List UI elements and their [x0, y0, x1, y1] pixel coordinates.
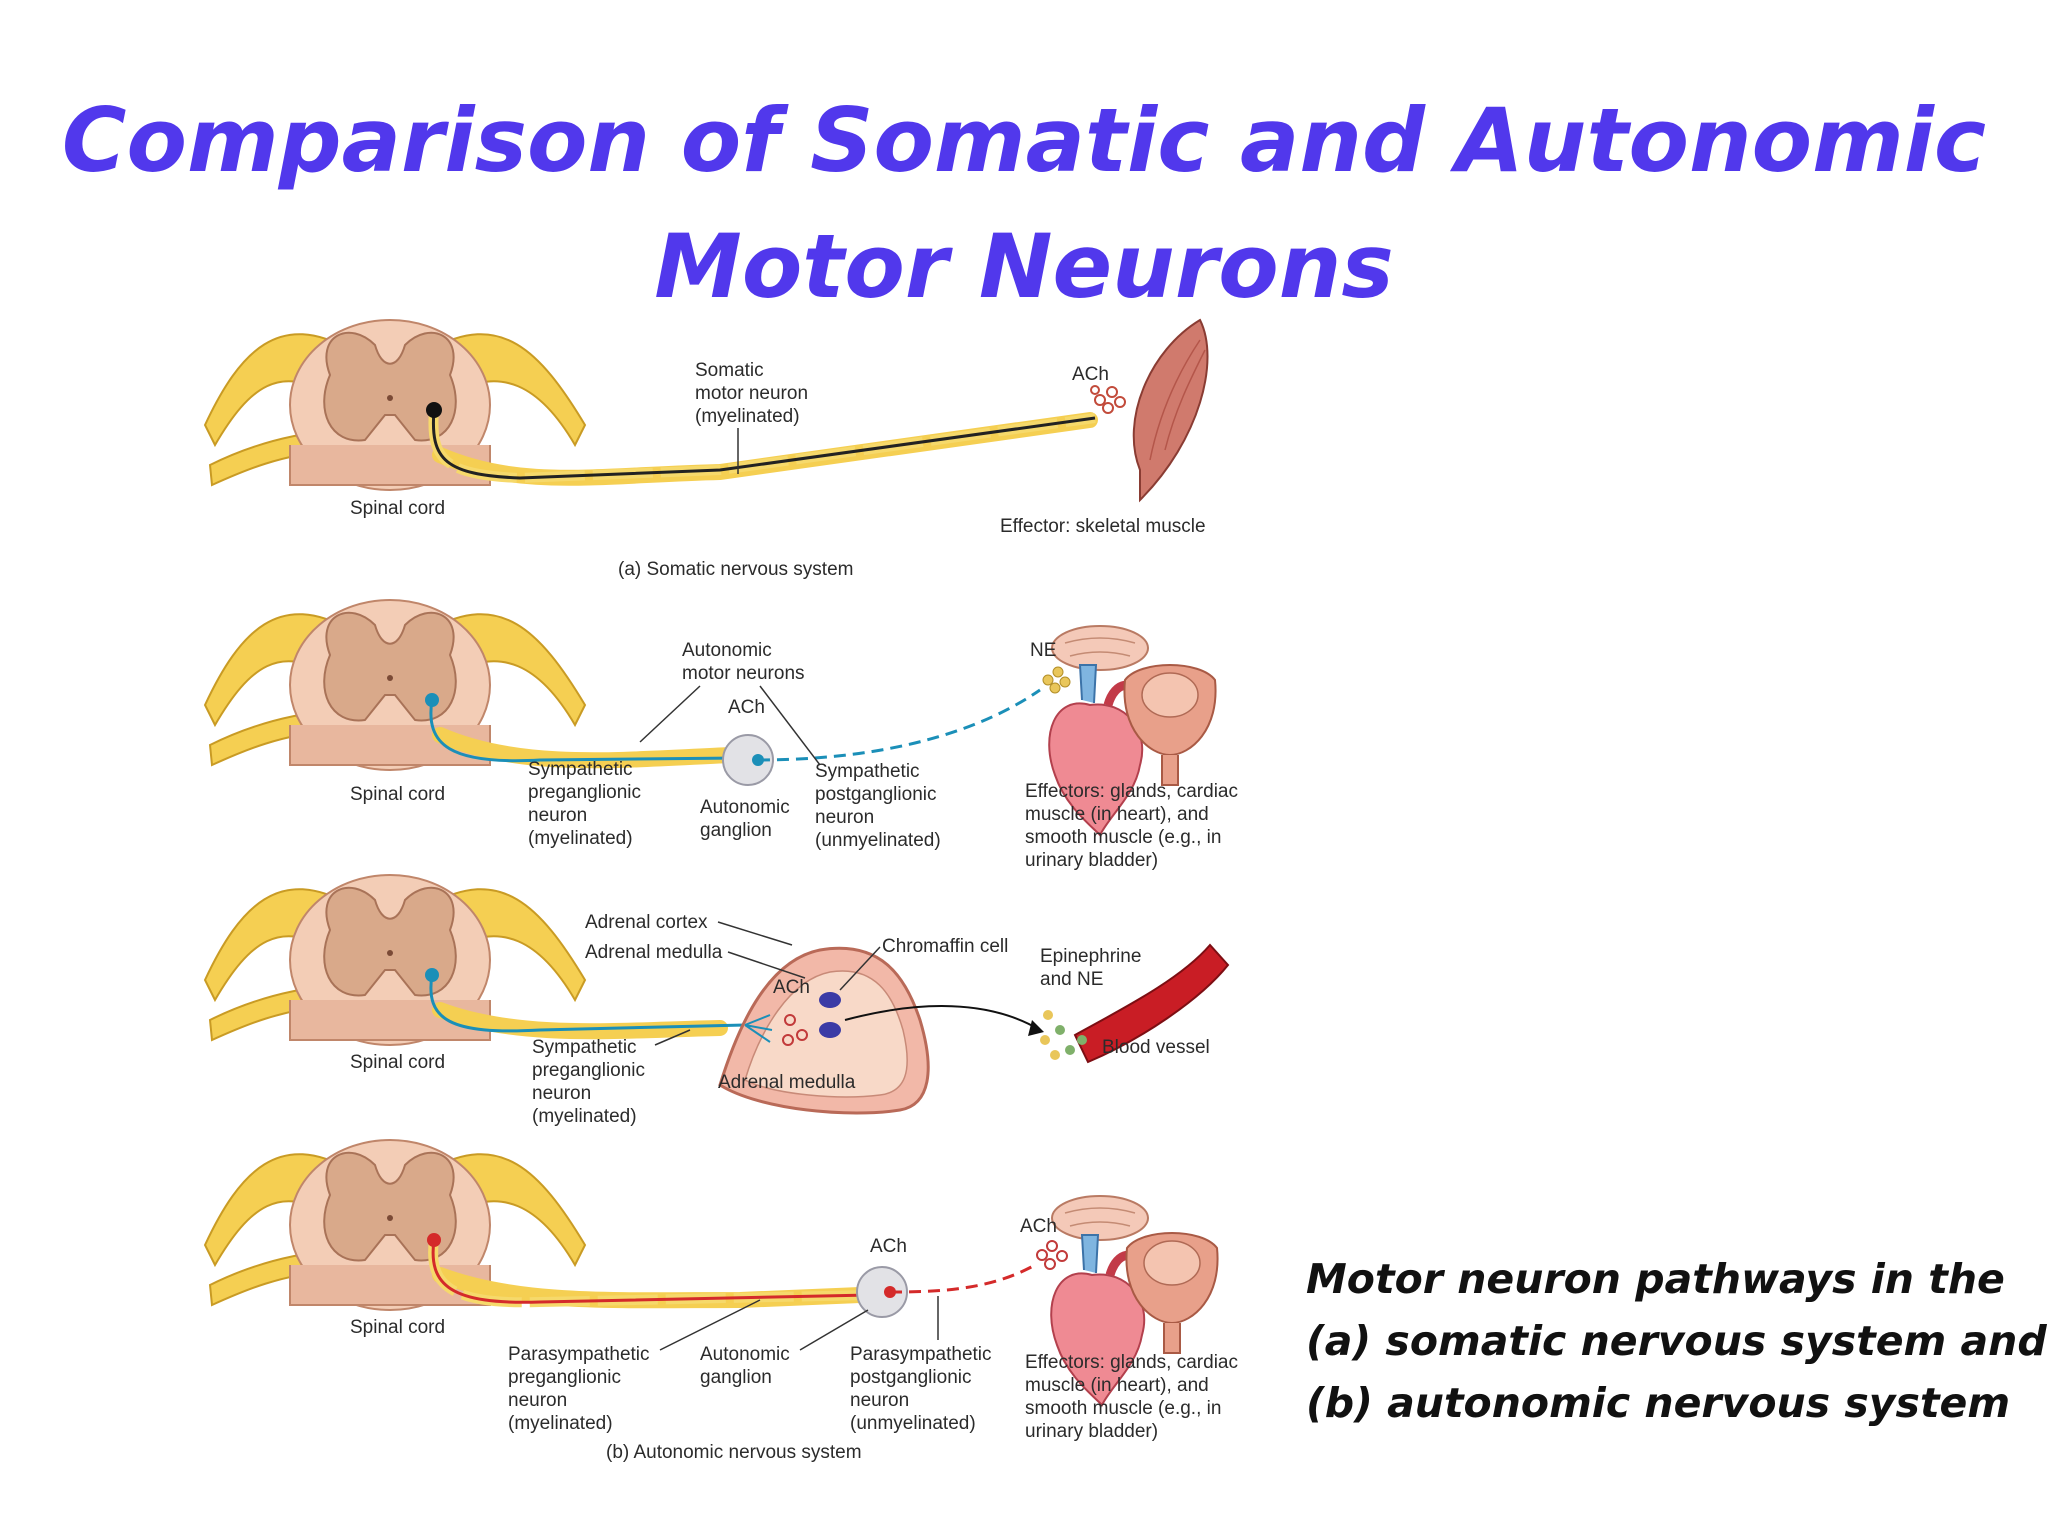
- adrenal-medulla-label-top: Adrenal medulla: [585, 942, 723, 963]
- ach-vesicles-d: [1036, 1240, 1068, 1270]
- autonomic-ganglion-b: [722, 734, 774, 786]
- para-pre-label-4: (myelinated): [508, 1413, 613, 1434]
- ach-label-c: ACh: [773, 977, 810, 998]
- sym-post-label-1: Sympathetic: [815, 761, 920, 782]
- sym-pre-label-c-4: (myelinated): [532, 1106, 637, 1127]
- sym-post-label-3: neuron: [815, 807, 874, 828]
- spinal-cord-label-b: Spinal cord: [350, 784, 445, 805]
- effectors-label-b-2: muscle (in heart), and: [1025, 804, 1209, 825]
- para-pre-label-1: Parasympathetic: [508, 1344, 650, 1365]
- parasympathetic-preganglionic-neuron: [431, 1239, 871, 1304]
- nerve-a: [432, 412, 1098, 486]
- effector-label-a: Effector: skeletal muscle: [1000, 516, 1206, 537]
- spinal-cord-c: [204, 874, 586, 1046]
- spinal-cord-d: [204, 1139, 586, 1311]
- chromaffin-cell-1: [819, 992, 841, 1008]
- para-post-label-3: neuron: [850, 1390, 909, 1411]
- sym-pre-label-4: (myelinated): [528, 828, 633, 849]
- figure-caption: Motor neuron pathways in the (a) somatic…: [1306, 1248, 2047, 1434]
- ganglion-label-b-1: Autonomic: [700, 797, 790, 818]
- sympathetic-preganglionic-neuron: [429, 699, 741, 763]
- effectors-label-d-4: urinary bladder): [1025, 1421, 1158, 1442]
- adrenal-cortex-label: Adrenal cortex: [585, 912, 708, 933]
- ach-label-a: ACh: [1072, 364, 1109, 385]
- ganglion-label-d-1: Autonomic: [700, 1344, 790, 1365]
- panel-a-label: (a) Somatic nervous system: [618, 559, 853, 580]
- somatic-neuron-label-2: motor neuron: [695, 383, 808, 404]
- title-line-1: Comparison of Somatic and Autonomic: [61, 89, 1987, 192]
- para-pre-label-3: neuron: [508, 1390, 567, 1411]
- parasympathetic-postganglionic-neuron: [889, 1263, 1036, 1294]
- caption-line-3: (b) autonomic nervous system: [1306, 1379, 2011, 1427]
- sym-pre-label-1: Sympathetic: [528, 759, 633, 780]
- panel-b-sympathetic: Autonomic motor neurons ACh NE Spinal co…: [204, 599, 1238, 871]
- spinal-cord-label-a: Spinal cord: [350, 498, 445, 519]
- blood-vessel-label: Blood vessel: [1102, 1037, 1210, 1058]
- effectors-label-d-2: muscle (in heart), and: [1025, 1375, 1209, 1396]
- effectors-label-d-3: smooth muscle (e.g., in: [1025, 1398, 1221, 1419]
- sym-post-label-4: (unmyelinated): [815, 830, 941, 851]
- ach-label-b: ACh: [728, 697, 765, 718]
- adrenal-vesicles: [782, 1014, 808, 1046]
- page-title: Comparison of Somatic and Autonomic Moto…: [0, 78, 2048, 330]
- effectors-label-b-3: smooth muscle (e.g., in: [1025, 827, 1221, 848]
- sym-pre-label-c-1: Sympathetic: [532, 1037, 637, 1058]
- autonomic-neurons-label-2: motor neurons: [682, 663, 805, 684]
- chromaffin-cell-2: [819, 1022, 841, 1038]
- caption-line-1: Motor neuron pathways in the: [1306, 1255, 2005, 1303]
- para-post-label-4: (unmyelinated): [850, 1413, 976, 1434]
- sym-post-label-2: postganglionic: [815, 784, 936, 805]
- somatic-neuron-label-3: (myelinated): [695, 406, 800, 427]
- caption-line-2: (a) somatic nervous system and: [1306, 1317, 2047, 1365]
- ach-label-d-1: ACh: [870, 1236, 907, 1257]
- skeletal-muscle: [1132, 318, 1209, 503]
- gland-d: [1051, 1195, 1149, 1241]
- effectors-label-b-1: Effectors: glands, cardiac: [1025, 781, 1238, 802]
- para-pre-label-2: preganglionic: [508, 1367, 621, 1388]
- somatic-neuron-soma: [426, 402, 442, 418]
- sym-pre-label-3: neuron: [528, 805, 587, 826]
- effectors-label-d-1: Effectors: glands, cardiac: [1025, 1352, 1238, 1373]
- spinal-cord-label-d: Spinal cord: [350, 1317, 445, 1338]
- para-post-label-1: Parasympathetic: [850, 1344, 992, 1365]
- autonomic-neurons-label-1: Autonomic: [682, 640, 772, 661]
- autonomic-ganglion-d: [856, 1266, 908, 1318]
- spinal-cord-b: [204, 599, 586, 771]
- title-line-2: Motor Neurons: [654, 215, 1394, 318]
- ne-vesicles: [1042, 666, 1071, 694]
- epinephrine-label-2: and NE: [1040, 969, 1103, 990]
- blood-vessel: [1073, 943, 1230, 1064]
- sym-pre-label-c-3: neuron: [532, 1083, 591, 1104]
- somatic-neuron-label-1: Somatic: [695, 360, 764, 381]
- ne-label: NE: [1030, 640, 1056, 661]
- sym-pre-label-c-2: preganglionic: [532, 1060, 645, 1081]
- sympathetic-postganglionic-neuron: [757, 688, 1041, 762]
- chromaffin-cell-label: Chromaffin cell: [882, 936, 1008, 957]
- para-post-label-2: postganglionic: [850, 1367, 971, 1388]
- gland-b: [1051, 625, 1149, 671]
- ach-vesicles-a: [1090, 385, 1126, 414]
- epinephrine-label-1: Epinephrine: [1040, 946, 1141, 967]
- panel-c-adrenal: Adrenal cortex Adrenal medulla Chromaffi…: [204, 874, 1230, 1127]
- spinal-cord-label-c: Spinal cord: [350, 1052, 445, 1073]
- ach-label-d-2: ACh: [1020, 1216, 1057, 1237]
- spinal-cord-a: [204, 319, 586, 491]
- ganglion-label-b-2: ganglion: [700, 820, 772, 841]
- epinephrine-vesicles: [1040, 1010, 1087, 1060]
- effectors-label-b-4: urinary bladder): [1025, 850, 1158, 871]
- somatic-neuron: [431, 409, 1096, 480]
- panel-a-somatic: Somatic motor neuron (myelinated) ACh Sp…: [204, 318, 1209, 580]
- sympathetic-preganglionic-neuron-c: [429, 974, 746, 1033]
- adrenal-medulla-label-bottom: Adrenal medulla: [718, 1072, 856, 1093]
- ganglion-label-d-2: ganglion: [700, 1367, 772, 1388]
- panel-d-parasympathetic: ACh ACh Spinal cord Parasympathetic preg…: [204, 1139, 1238, 1463]
- panel-b-label: (b) Autonomic nervous system: [606, 1442, 862, 1463]
- sym-pre-label-2: preganglionic: [528, 782, 641, 803]
